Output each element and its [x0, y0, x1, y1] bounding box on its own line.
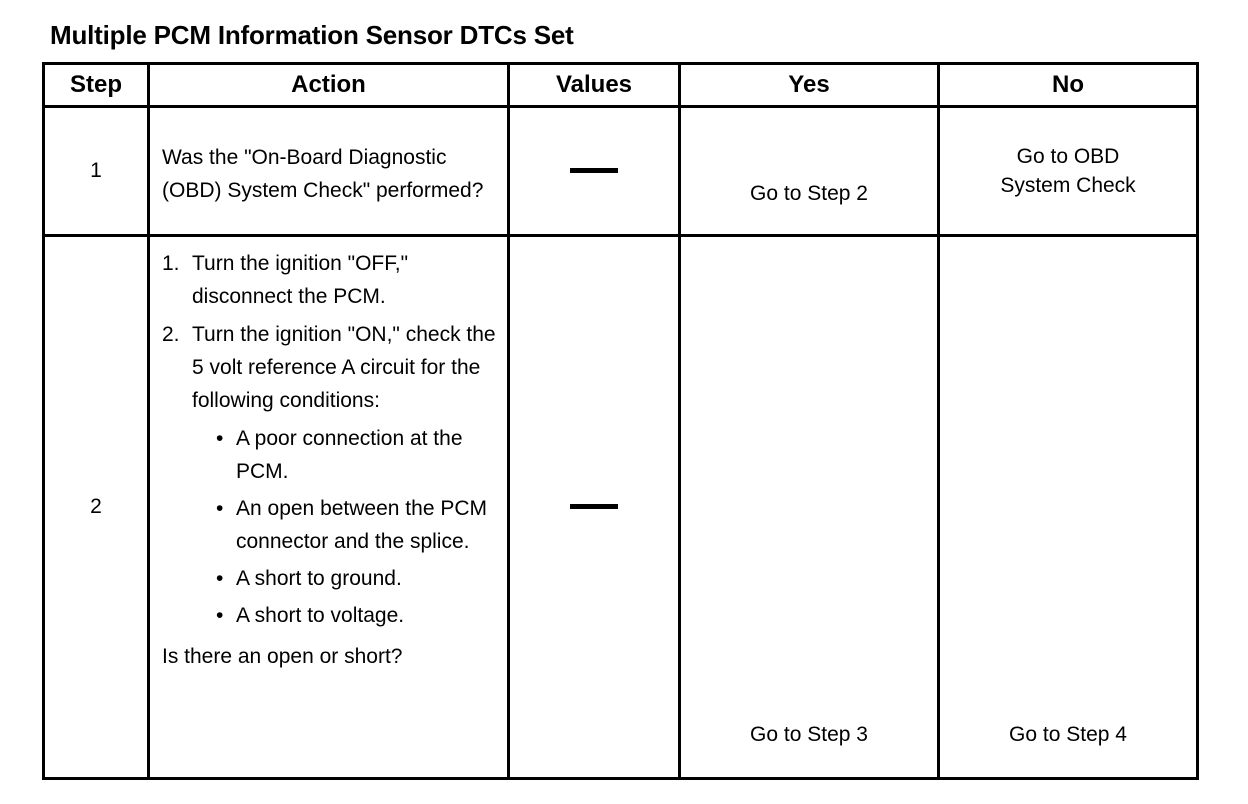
- action-cell: 1. Turn the ignition "OFF," disconnect t…: [147, 234, 510, 780]
- table-row: 2 1. Turn the ignition "OFF," disconnect…: [42, 234, 1199, 780]
- list-item: • A short to ground.: [162, 562, 499, 595]
- numbered-step-2: 2. Turn the ignition "ON," check the 5 v…: [162, 318, 499, 417]
- no-branch-label-line1: Go to OBD: [1016, 145, 1120, 168]
- values-cell: [507, 105, 681, 237]
- list-marker: 2.: [162, 323, 180, 346]
- list-item-label: A short to voltage.: [236, 604, 405, 627]
- column-header-action: Action: [147, 62, 510, 108]
- yes-branch-content: Go to Step 2: [681, 135, 937, 208]
- column-header-values: Values: [507, 62, 681, 108]
- column-header-step: Step: [42, 62, 150, 108]
- action-content: 1. Turn the ignition "OFF," disconnect t…: [150, 237, 507, 673]
- numbered-step-2-text: Turn the ignition "ON," check the 5 volt…: [192, 323, 496, 412]
- bullet-icon: •: [216, 604, 224, 627]
- action-question: Is there an open or short?: [162, 645, 403, 668]
- numbered-step-1: 1. Turn the ignition "OFF," disconnect t…: [162, 247, 499, 313]
- yes-branch-label: Go to Step 2: [750, 181, 868, 205]
- column-header-yes: Yes: [678, 62, 940, 108]
- em-dash-icon: [570, 168, 618, 174]
- list-item: • An open between the PCM connector and …: [162, 492, 499, 558]
- list-marker: 1.: [162, 252, 180, 275]
- step-number-cell: 1: [42, 105, 150, 237]
- step-number-cell: 2: [42, 234, 150, 780]
- diagnostic-procedure-table: Step Action Values Yes No 1 Was the "On-…: [42, 62, 1199, 780]
- list-item-label: A poor connection at the PCM.: [236, 427, 463, 483]
- page-title: Multiple PCM Information Sensor DTCs Set: [50, 20, 574, 50]
- no-branch-cell: Go to Step 4: [937, 234, 1199, 780]
- bullet-icon: •: [216, 497, 224, 520]
- numbered-step-1-text: Turn the ignition "OFF," disconnect the …: [192, 252, 409, 308]
- em-dash-icon: [570, 504, 618, 510]
- list-item: • A poor connection at the PCM.: [162, 422, 499, 488]
- yes-branch-cell: Go to Step 3: [678, 234, 940, 780]
- list-item-label: A short to ground.: [236, 567, 402, 590]
- condition-bullet-list: • A poor connection at the PCM. • An ope…: [162, 422, 499, 632]
- action-text: Was the "On-Board Diagnostic (OBD) Syste…: [162, 146, 484, 202]
- list-item: • A short to voltage.: [162, 599, 499, 632]
- no-branch-content: Go to OBD System Check: [940, 142, 1196, 200]
- bullet-icon: •: [216, 567, 224, 590]
- no-branch-cell: Go to OBD System Check: [937, 105, 1199, 237]
- column-header-no: No: [937, 62, 1199, 108]
- action-content: Was the "On-Board Diagnostic (OBD) Syste…: [150, 135, 507, 207]
- table-header-row: Step Action Values Yes No: [42, 62, 1199, 108]
- no-branch-label: Go to Step 4: [1009, 723, 1127, 746]
- table-row: 1 Was the "On-Board Diagnostic (OBD) Sys…: [42, 105, 1199, 237]
- yes-branch-cell: Go to Step 2: [678, 105, 940, 237]
- list-item-label: An open between the PCM connector and th…: [236, 497, 487, 553]
- no-branch-label-line2: System Check: [1000, 174, 1136, 197]
- bullet-icon: •: [216, 427, 224, 450]
- values-cell: [507, 234, 681, 780]
- action-cell: Was the "On-Board Diagnostic (OBD) Syste…: [147, 105, 510, 237]
- yes-branch-label: Go to Step 3: [750, 723, 868, 746]
